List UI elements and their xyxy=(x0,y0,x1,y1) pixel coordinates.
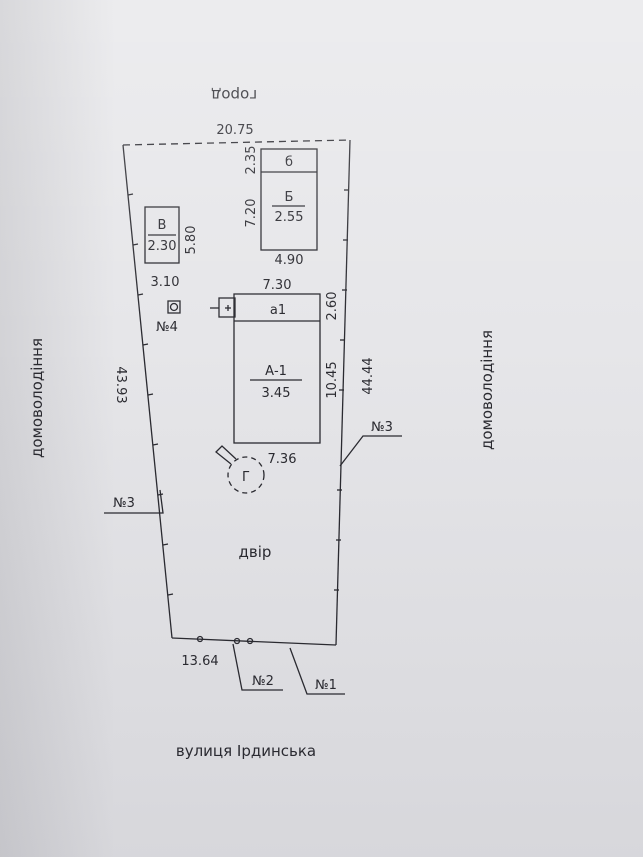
building-v-height: 2.30 xyxy=(148,239,177,254)
label-street: вулиця Ірдинська xyxy=(176,742,316,760)
building-v-letter: В xyxy=(158,218,167,233)
building-v xyxy=(144,206,180,264)
marker-4 xyxy=(167,300,181,314)
leader-no3-right xyxy=(339,435,402,467)
marker-no4-label: №4 xyxy=(156,320,178,335)
building-a-porch-letter: а1 xyxy=(270,303,286,318)
plot-boundary xyxy=(122,139,351,646)
north-boundary-dashed xyxy=(122,139,351,146)
building-a-height: 3.45 xyxy=(262,386,291,401)
dim-right-side: 44.44 xyxy=(361,357,376,394)
marker-no3-right-label: №3 xyxy=(371,420,393,435)
gate-post xyxy=(196,635,204,643)
west-boundary-ticks xyxy=(127,193,174,596)
marker-leaders xyxy=(104,435,402,695)
building-b-letter: Б xyxy=(285,190,294,205)
marker-no1-label: №1 xyxy=(315,678,337,693)
east-boundary-ticks xyxy=(334,189,349,591)
building-a-letter: А-1 xyxy=(265,364,287,379)
gate-post xyxy=(246,637,254,645)
label-west-neighbor: домоволодіння xyxy=(28,338,46,458)
dim-b-width: 4.90 xyxy=(275,253,304,268)
building-b-height: 2.55 xyxy=(275,210,304,225)
south-boundary xyxy=(171,637,337,646)
structure-g xyxy=(215,445,265,494)
building-a xyxy=(210,293,321,444)
leader-no3-left xyxy=(104,489,164,514)
gate-post xyxy=(233,637,241,645)
dim-a-side: 10.45 xyxy=(325,361,340,398)
east-boundary xyxy=(335,139,351,646)
dim-b-top: 2.35 xyxy=(244,146,259,175)
leader-no2 xyxy=(232,643,283,691)
dim-bottom: 13.64 xyxy=(181,654,218,669)
dim-v-width: 3.10 xyxy=(151,275,180,290)
structure-g-letter: Г xyxy=(242,470,250,485)
dim-a-top: 7.30 xyxy=(263,278,292,293)
dim-v-side: 5.80 xyxy=(184,226,199,255)
label-east-neighbor: домоволодіння xyxy=(478,330,496,450)
marker-no2-label: №2 xyxy=(252,674,274,689)
dim-a-bottom: 7.36 xyxy=(268,452,297,467)
leader-no1 xyxy=(289,647,345,695)
label-yard: двір xyxy=(239,543,272,561)
dim-a-porch: 2.60 xyxy=(325,292,340,321)
marker-no3-left-label: №3 xyxy=(113,496,135,511)
dim-top: 20.75 xyxy=(216,123,253,138)
dim-b-side: 7.20 xyxy=(244,199,259,228)
label-north: город xyxy=(211,86,257,104)
building-b xyxy=(260,148,318,251)
west-boundary xyxy=(122,144,173,639)
dim-left-side: 43.93 xyxy=(113,366,128,403)
building-b-top-letter: б xyxy=(285,155,293,170)
